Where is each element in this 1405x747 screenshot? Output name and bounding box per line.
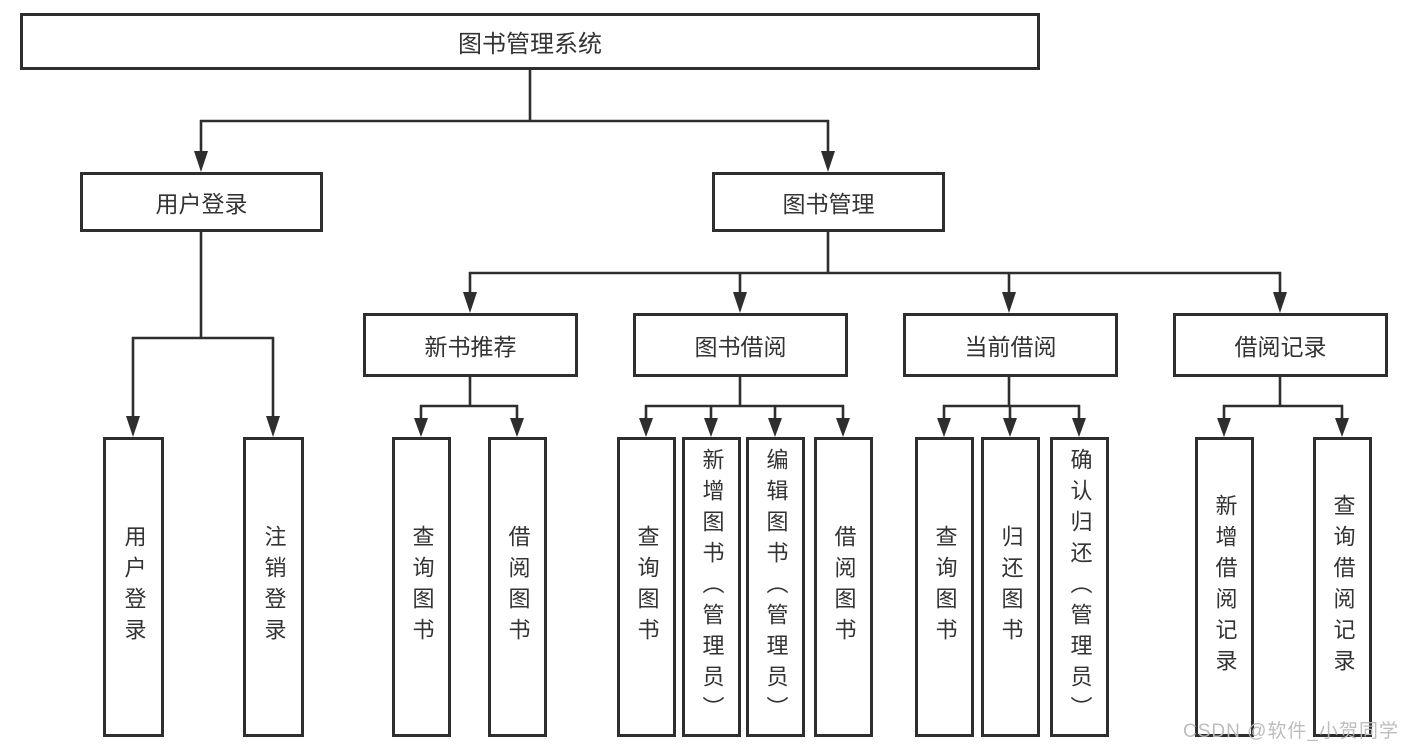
leaf-borrow-query-books-label: 查询图书	[634, 525, 660, 649]
node-borrow-records-label: 借阅记录	[1234, 334, 1327, 360]
leaf-newbook-borrow-books-label: 借阅图书	[505, 525, 531, 649]
leaf-current-query-books-label: 查询图书	[932, 525, 958, 649]
connector-book-borrow-to-leaves	[639, 377, 850, 437]
node-root-system: 图书管理系统	[20, 13, 1040, 70]
leaf-logout: 注销登录	[243, 437, 304, 737]
node-user-login-label: 用户登录	[155, 191, 248, 217]
node-new-book-recommend-label: 新书推荐	[424, 334, 517, 360]
connector-root-to-level2	[194, 70, 835, 172]
leaf-current-query-books: 查询图书	[915, 437, 974, 737]
node-current-borrow: 当前借阅	[903, 313, 1118, 377]
leaf-borrow-borrow-books: 借阅图书	[814, 437, 873, 737]
leaf-user-login-label: 用户登录	[121, 525, 147, 649]
leaf-confirm-return-admin-label: 确认归还（管理员）	[1067, 447, 1093, 727]
leaf-edit-books-admin: 编辑图书（管理员）	[746, 437, 805, 737]
leaf-newbook-query-books-label: 查询图书	[409, 525, 435, 649]
leaf-add-borrow-record: 新增借阅记录	[1195, 437, 1254, 737]
leaf-borrow-borrow-books-label: 借阅图书	[831, 525, 857, 649]
leaf-borrow-query-books: 查询图书	[617, 437, 676, 737]
leaf-add-books-admin-label: 新增图书（管理员）	[699, 447, 725, 727]
leaf-add-borrow-record-label: 新增借阅记录	[1212, 494, 1238, 680]
connector-borrow-records-to-leaves	[1217, 377, 1349, 437]
leaf-newbook-query-books: 查询图书	[392, 437, 451, 737]
connector-current-borrow-to-leaves	[937, 377, 1086, 437]
leaf-edit-books-admin-label: 编辑图书（管理员）	[763, 447, 789, 727]
leaf-confirm-return-admin: 确认归还（管理员）	[1050, 437, 1109, 737]
leaf-logout-label: 注销登录	[261, 525, 287, 649]
leaf-newbook-borrow-books: 借阅图书	[488, 437, 547, 737]
leaf-query-borrow-record: 查询借阅记录	[1313, 437, 1372, 737]
connector-book-management-to-level3	[463, 232, 1287, 313]
node-book-management-label: 图书管理	[782, 191, 875, 217]
node-book-borrow-label: 图书借阅	[694, 334, 787, 360]
node-user-login: 用户登录	[80, 172, 323, 232]
leaf-return-books: 归还图书	[981, 437, 1040, 737]
node-root-system-label: 图书管理系统	[458, 31, 602, 58]
connector-user-login-to-leaves	[126, 232, 280, 437]
csdn-watermark: CSDN @软件_小贺同学	[1183, 721, 1399, 742]
connector-new-book-to-leaves	[414, 377, 524, 437]
node-current-borrow-label: 当前借阅	[964, 334, 1057, 360]
node-book-borrow: 图书借阅	[633, 313, 848, 377]
leaf-add-books-admin: 新增图书（管理员）	[682, 437, 741, 737]
node-book-management: 图书管理	[712, 172, 945, 232]
leaf-user-login: 用户登录	[103, 437, 164, 737]
node-borrow-records: 借阅记录	[1173, 313, 1388, 377]
node-new-book-recommend: 新书推荐	[363, 313, 578, 377]
leaf-return-books-label: 归还图书	[998, 525, 1024, 649]
leaf-query-borrow-record-label: 查询借阅记录	[1330, 494, 1356, 680]
